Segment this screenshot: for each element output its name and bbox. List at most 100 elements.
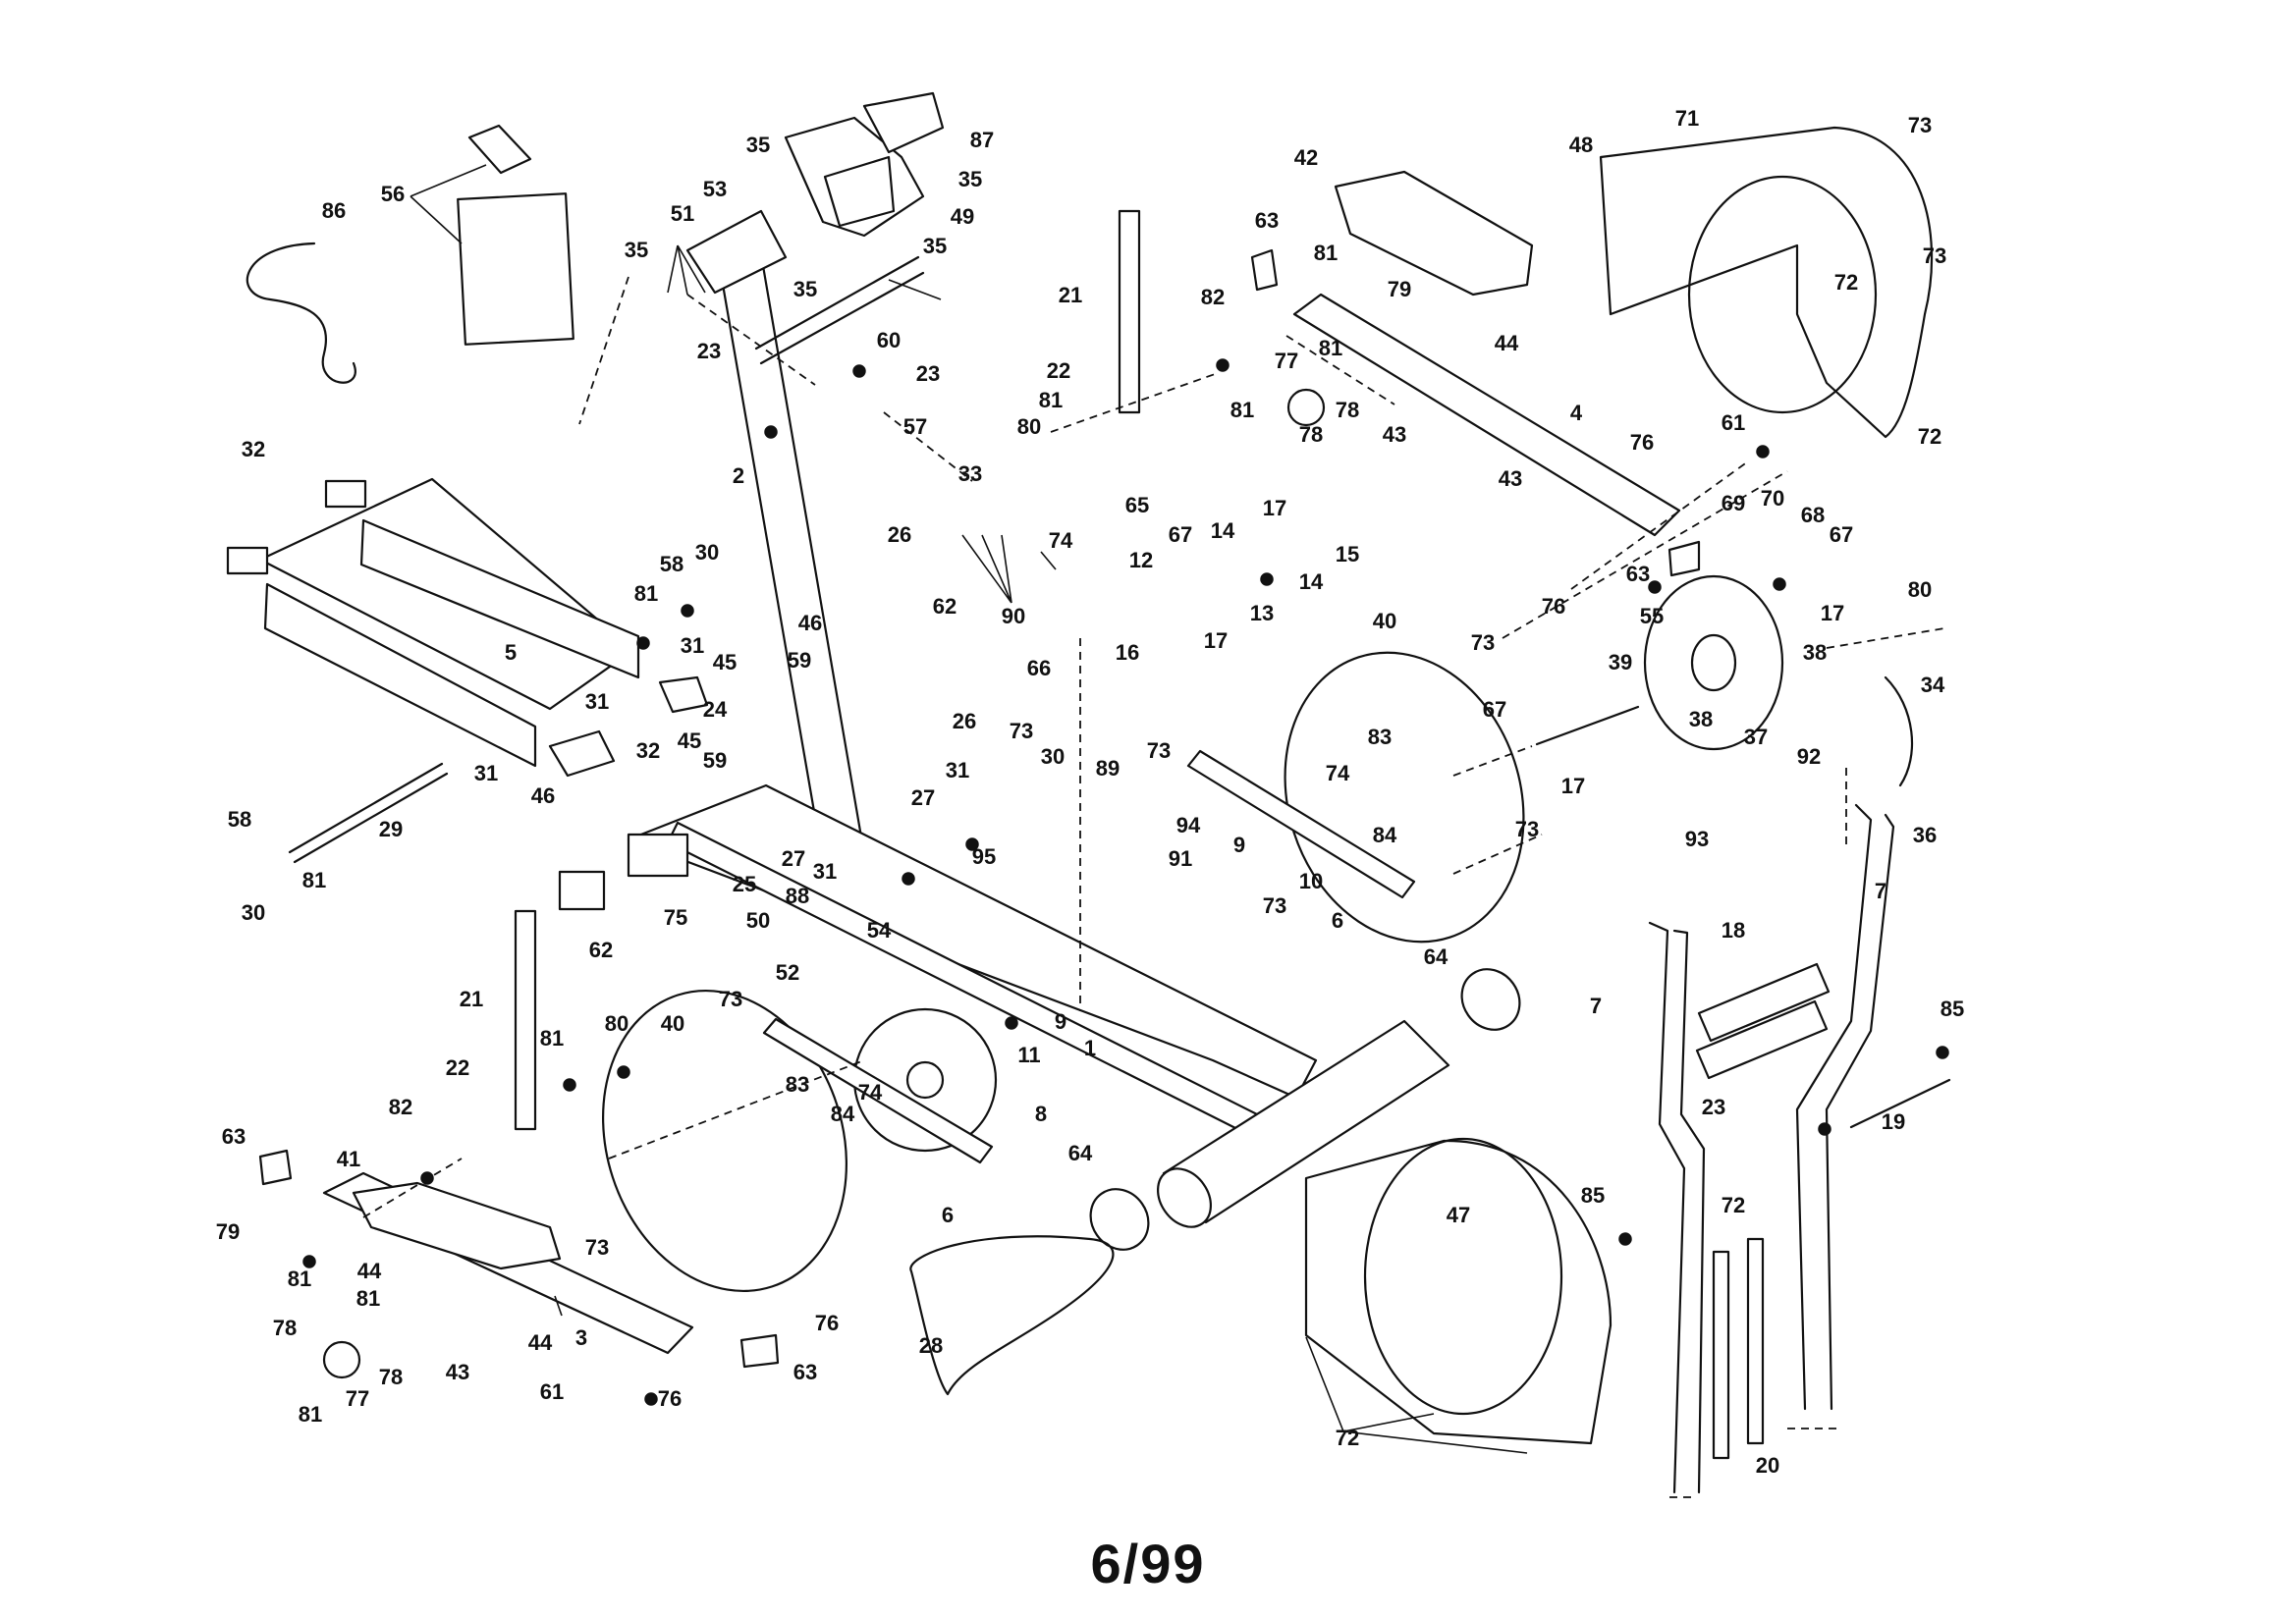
part-callout: 81 xyxy=(302,868,326,892)
part-callout: 82 xyxy=(1201,285,1225,309)
part-callout: 72 xyxy=(1918,424,1941,449)
part-callout: 73 xyxy=(1908,113,1932,137)
part-callout: 17 xyxy=(1204,628,1228,653)
part-callout: 80 xyxy=(1908,577,1932,602)
inset-panel xyxy=(457,192,574,346)
part-callout: 47 xyxy=(1447,1203,1470,1227)
part-callout: 43 xyxy=(1383,422,1406,447)
part-callout: 35 xyxy=(746,133,770,157)
handle-grip-part xyxy=(467,124,532,175)
fastener xyxy=(617,1065,630,1079)
fastener xyxy=(1936,1046,1949,1059)
part-callout: 62 xyxy=(933,594,957,619)
part-callout: 3 xyxy=(575,1325,587,1350)
part-callout: 14 xyxy=(1211,518,1235,543)
part-callout: 19 xyxy=(1882,1109,1905,1134)
fastener xyxy=(1618,1232,1632,1246)
post-left xyxy=(514,909,537,1131)
tube-end xyxy=(1157,1167,1212,1228)
part-callout: 78 xyxy=(1336,398,1359,422)
pedal-right xyxy=(1334,170,1534,297)
part-callout: 48 xyxy=(1569,133,1593,157)
part-callout: 38 xyxy=(1803,640,1827,665)
axle-39 xyxy=(1535,705,1640,746)
part-callout: 84 xyxy=(1373,823,1397,847)
part-callout: 81 xyxy=(1314,241,1338,265)
fastener xyxy=(563,1078,576,1092)
part-callout: 55 xyxy=(1640,604,1664,628)
part-callout: 85 xyxy=(1941,997,1964,1021)
part-callout: 23 xyxy=(697,339,721,363)
part-callout: 32 xyxy=(242,437,265,461)
part-callout: 63 xyxy=(793,1360,817,1384)
part-callout: 81 xyxy=(634,581,658,606)
grip-tube xyxy=(1695,999,1829,1080)
part-callout: 12 xyxy=(1129,548,1153,572)
part-callout: 76 xyxy=(658,1386,682,1411)
part-callout: 69 xyxy=(1722,491,1745,515)
part-callout: 20 xyxy=(1756,1453,1779,1478)
part-callout: 10 xyxy=(1299,869,1323,893)
part-callout: 46 xyxy=(798,611,822,635)
part-callout: 5 xyxy=(505,640,517,665)
bracket-34 xyxy=(1884,675,1914,787)
part-callout: 44 xyxy=(357,1259,382,1283)
fastener xyxy=(1260,572,1274,586)
part-callout: 9 xyxy=(1233,833,1245,857)
part-callout: 8 xyxy=(1035,1102,1047,1126)
fastener xyxy=(1756,445,1770,458)
lower-tube xyxy=(1746,1237,1765,1445)
part-callout: 73 xyxy=(719,987,742,1011)
part-callout: 40 xyxy=(661,1011,684,1036)
part-callout: 35 xyxy=(958,167,982,191)
part-callout: 59 xyxy=(788,648,811,673)
part-callout: 63 xyxy=(1255,208,1279,233)
crank-arm-left xyxy=(762,1017,994,1164)
part-callout: 39 xyxy=(1609,650,1632,674)
part-callout: 61 xyxy=(1722,410,1745,435)
part-callout: 53 xyxy=(703,177,727,201)
part-callout: 75 xyxy=(664,905,687,930)
part-callout: 1 xyxy=(1084,1036,1096,1060)
shroud-front xyxy=(1304,1139,1613,1445)
part-callout: 38 xyxy=(1689,707,1713,731)
part-callout: 27 xyxy=(782,846,805,871)
part-callout: 26 xyxy=(888,522,911,547)
disc-right xyxy=(1284,651,1525,944)
tube-cap xyxy=(1089,1188,1150,1251)
part-callout: 58 xyxy=(660,552,683,576)
axle-rod xyxy=(288,762,449,864)
part-callout: 72 xyxy=(1834,270,1858,295)
part-callout: 73 xyxy=(1010,719,1033,743)
upright-frame xyxy=(715,224,866,876)
part-callout: 17 xyxy=(1561,774,1585,798)
part-callout: 72 xyxy=(1722,1193,1745,1217)
pedal-disc xyxy=(1286,388,1326,427)
fastener xyxy=(1818,1122,1831,1136)
part-callout: 81 xyxy=(1039,388,1063,412)
part-callout: 58 xyxy=(228,807,251,832)
idler-pulley xyxy=(1643,574,1784,751)
part-callout: 67 xyxy=(1483,697,1506,722)
part-callout: 31 xyxy=(585,689,609,714)
part-callout: 78 xyxy=(379,1365,403,1389)
pedal-arm-right xyxy=(1292,293,1681,537)
part-callout: 88 xyxy=(786,884,809,908)
part-callout: 43 xyxy=(446,1360,469,1384)
part-callout: 73 xyxy=(585,1235,609,1260)
part-callout: 95 xyxy=(972,844,996,869)
part-callout: 42 xyxy=(1294,145,1318,170)
part-callout: 7 xyxy=(1590,994,1602,1018)
drive-belt xyxy=(909,1235,1115,1396)
part-callout: 26 xyxy=(953,709,976,733)
part-callout: 73 xyxy=(1147,738,1171,763)
part-callout: 44 xyxy=(528,1330,553,1355)
part-callout: 43 xyxy=(1499,466,1522,491)
part-callout: 78 xyxy=(273,1316,297,1340)
part-callout: 50 xyxy=(746,908,770,933)
fastener xyxy=(420,1171,434,1185)
rod-19 xyxy=(1849,1078,1951,1129)
part-callout: 81 xyxy=(299,1402,322,1427)
part-callout: 63 xyxy=(1626,562,1650,586)
